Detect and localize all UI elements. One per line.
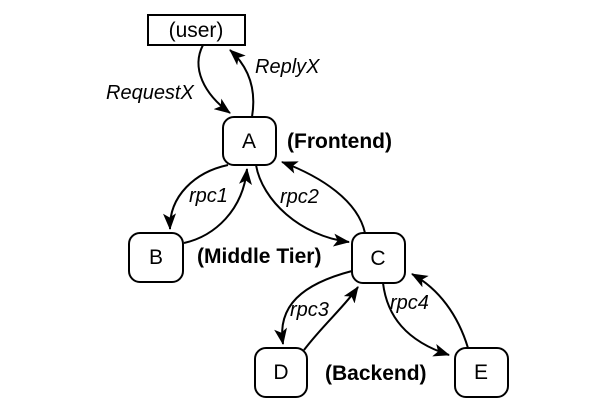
node-d-label: D [273,361,288,384]
node-user-label: (user) [169,19,224,42]
node-b: B [128,232,184,283]
node-b-label: B [149,246,163,269]
node-a: A [222,116,277,166]
node-a-label: A [242,130,256,153]
node-user: (user) [147,14,246,46]
node-d: D [254,347,308,398]
edge-label-rpc3: rpc3 [290,299,329,321]
edge-rpc3-c-to-d [274,270,353,345]
edge-rpc4-e-to-c-return [411,273,469,349]
edge-label-rpc2: rpc2 [280,186,319,208]
node-b-box [128,232,184,283]
edge-rpc2-a-to-c [255,164,350,247]
tier-label-backend: (Backend) [325,362,427,385]
edge-label-rpc1: rpc1 [189,185,228,207]
node-c: C [351,232,406,284]
node-c-label: C [370,247,385,270]
tier-label-frontend: (Frontend) [287,130,392,153]
edges [163,44,469,357]
node-e-label: E [474,361,488,384]
node-d-box [254,347,308,398]
edge-label-requestx: RequestX [106,82,194,104]
node-c-box [351,232,406,284]
node-a-box [222,116,277,166]
node-e-box [454,347,509,398]
edge-rpc1-b-to-a-return [183,168,252,244]
node-user-box [147,14,246,46]
edge-replyx-a-to-user [229,49,255,118]
node-e: E [454,347,509,398]
edge-rpc2-c-to-a-return [281,161,366,234]
edge-requestx-user-to-a [197,44,231,114]
edge-rpc4-c-to-e [382,282,450,357]
tier-labels: (Frontend) (Middle Tier) (Backend) [197,130,427,385]
edge-labels: RequestX ReplyX rpc1 rpc2 rpc3 rpc4 [106,56,429,321]
edge-label-rpc4: rpc4 [390,292,429,314]
edge-label-replyx: ReplyX [255,56,320,78]
edge-rpc3-d-to-c-return [303,286,359,351]
edge-rpc1-a-to-b [163,164,229,230]
tier-label-middle: (Middle Tier) [197,245,321,268]
